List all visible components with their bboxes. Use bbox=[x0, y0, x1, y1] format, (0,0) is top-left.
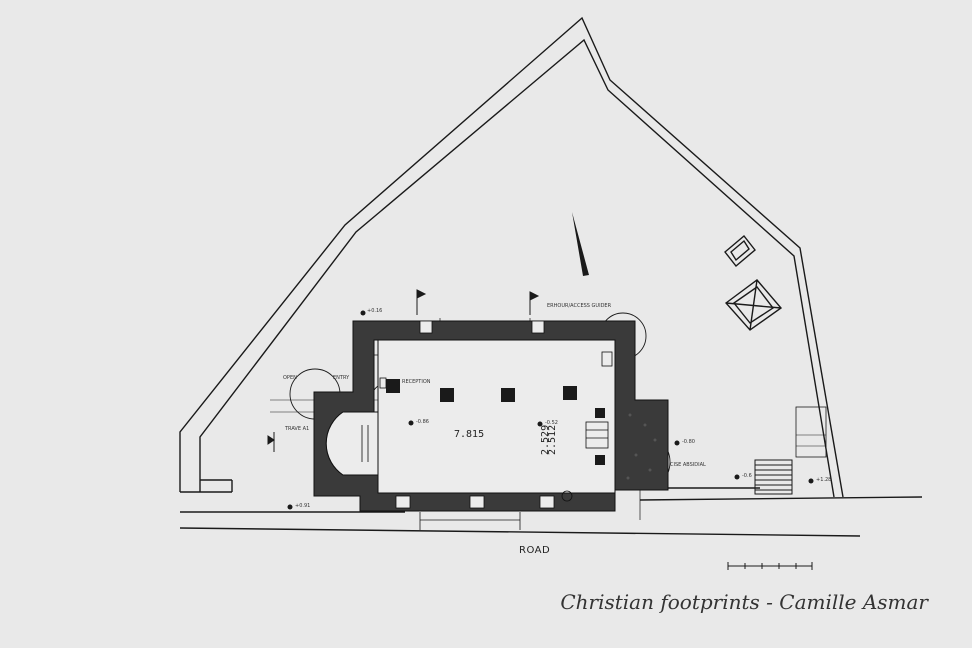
level-southwest: +0.91 bbox=[295, 503, 311, 509]
level-inner-right: -0.52 bbox=[545, 420, 558, 426]
width-dimension-alt: 2.512 bbox=[547, 424, 558, 455]
level-east: -0.80 bbox=[682, 439, 695, 445]
small-shrine bbox=[724, 234, 756, 268]
length-dimension: 7.815 bbox=[454, 429, 485, 440]
note-west-b: ENTRY bbox=[333, 375, 350, 381]
steps bbox=[754, 406, 827, 495]
property-boundary-inner bbox=[199, 38, 835, 498]
property-boundary-outer bbox=[179, 16, 844, 498]
note-east: CISE ABSIDIAL bbox=[670, 462, 706, 468]
note-section: TRAVE A1 bbox=[285, 426, 310, 432]
road-edge bbox=[179, 527, 861, 537]
road-label: ROAD bbox=[519, 545, 551, 556]
pyramid-roof-structure bbox=[724, 279, 783, 331]
credit-caption: Christian footprints - Camille Asmar bbox=[560, 590, 928, 614]
note-west-a: OPEN bbox=[283, 375, 297, 381]
note-inner: RECEPTION bbox=[402, 379, 431, 385]
level-steps: -0.6 bbox=[742, 473, 752, 479]
level-inner-left: -0.86 bbox=[416, 419, 429, 425]
north-arrow-icon bbox=[572, 212, 589, 276]
scale-bar bbox=[727, 562, 813, 570]
level-right: +1.28 bbox=[816, 477, 832, 483]
level-top: +0.16 bbox=[367, 308, 383, 314]
note-north-wall: ERHOUR/ACCESS GUIDER bbox=[547, 303, 612, 309]
